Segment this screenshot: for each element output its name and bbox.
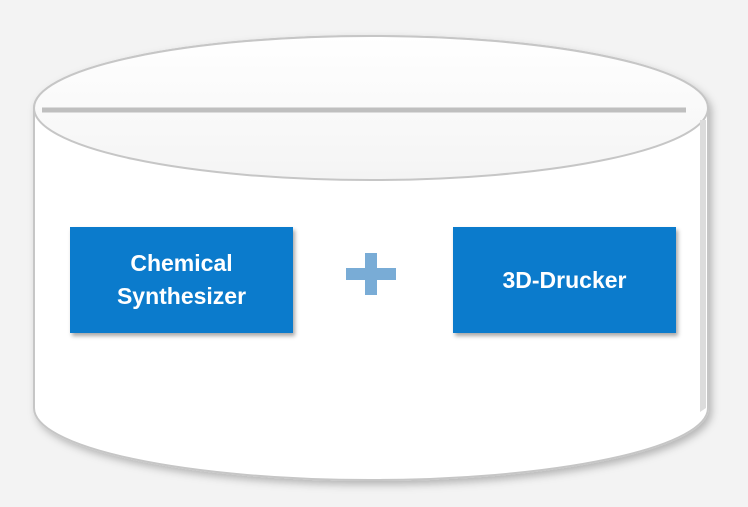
chemical-synthesizer-label: Chemical Synthesizer — [116, 250, 247, 309]
3d-drucker-box: 3D-Drucker — [453, 227, 676, 333]
3d-drucker-label: 3D-Drucker — [502, 266, 627, 293]
plus-vertical-bar — [365, 253, 377, 295]
chemical-synthesizer-box: Chemical Synthesizer — [70, 227, 293, 333]
cylinder-side-shade — [700, 120, 706, 412]
plus-icon — [346, 253, 396, 295]
